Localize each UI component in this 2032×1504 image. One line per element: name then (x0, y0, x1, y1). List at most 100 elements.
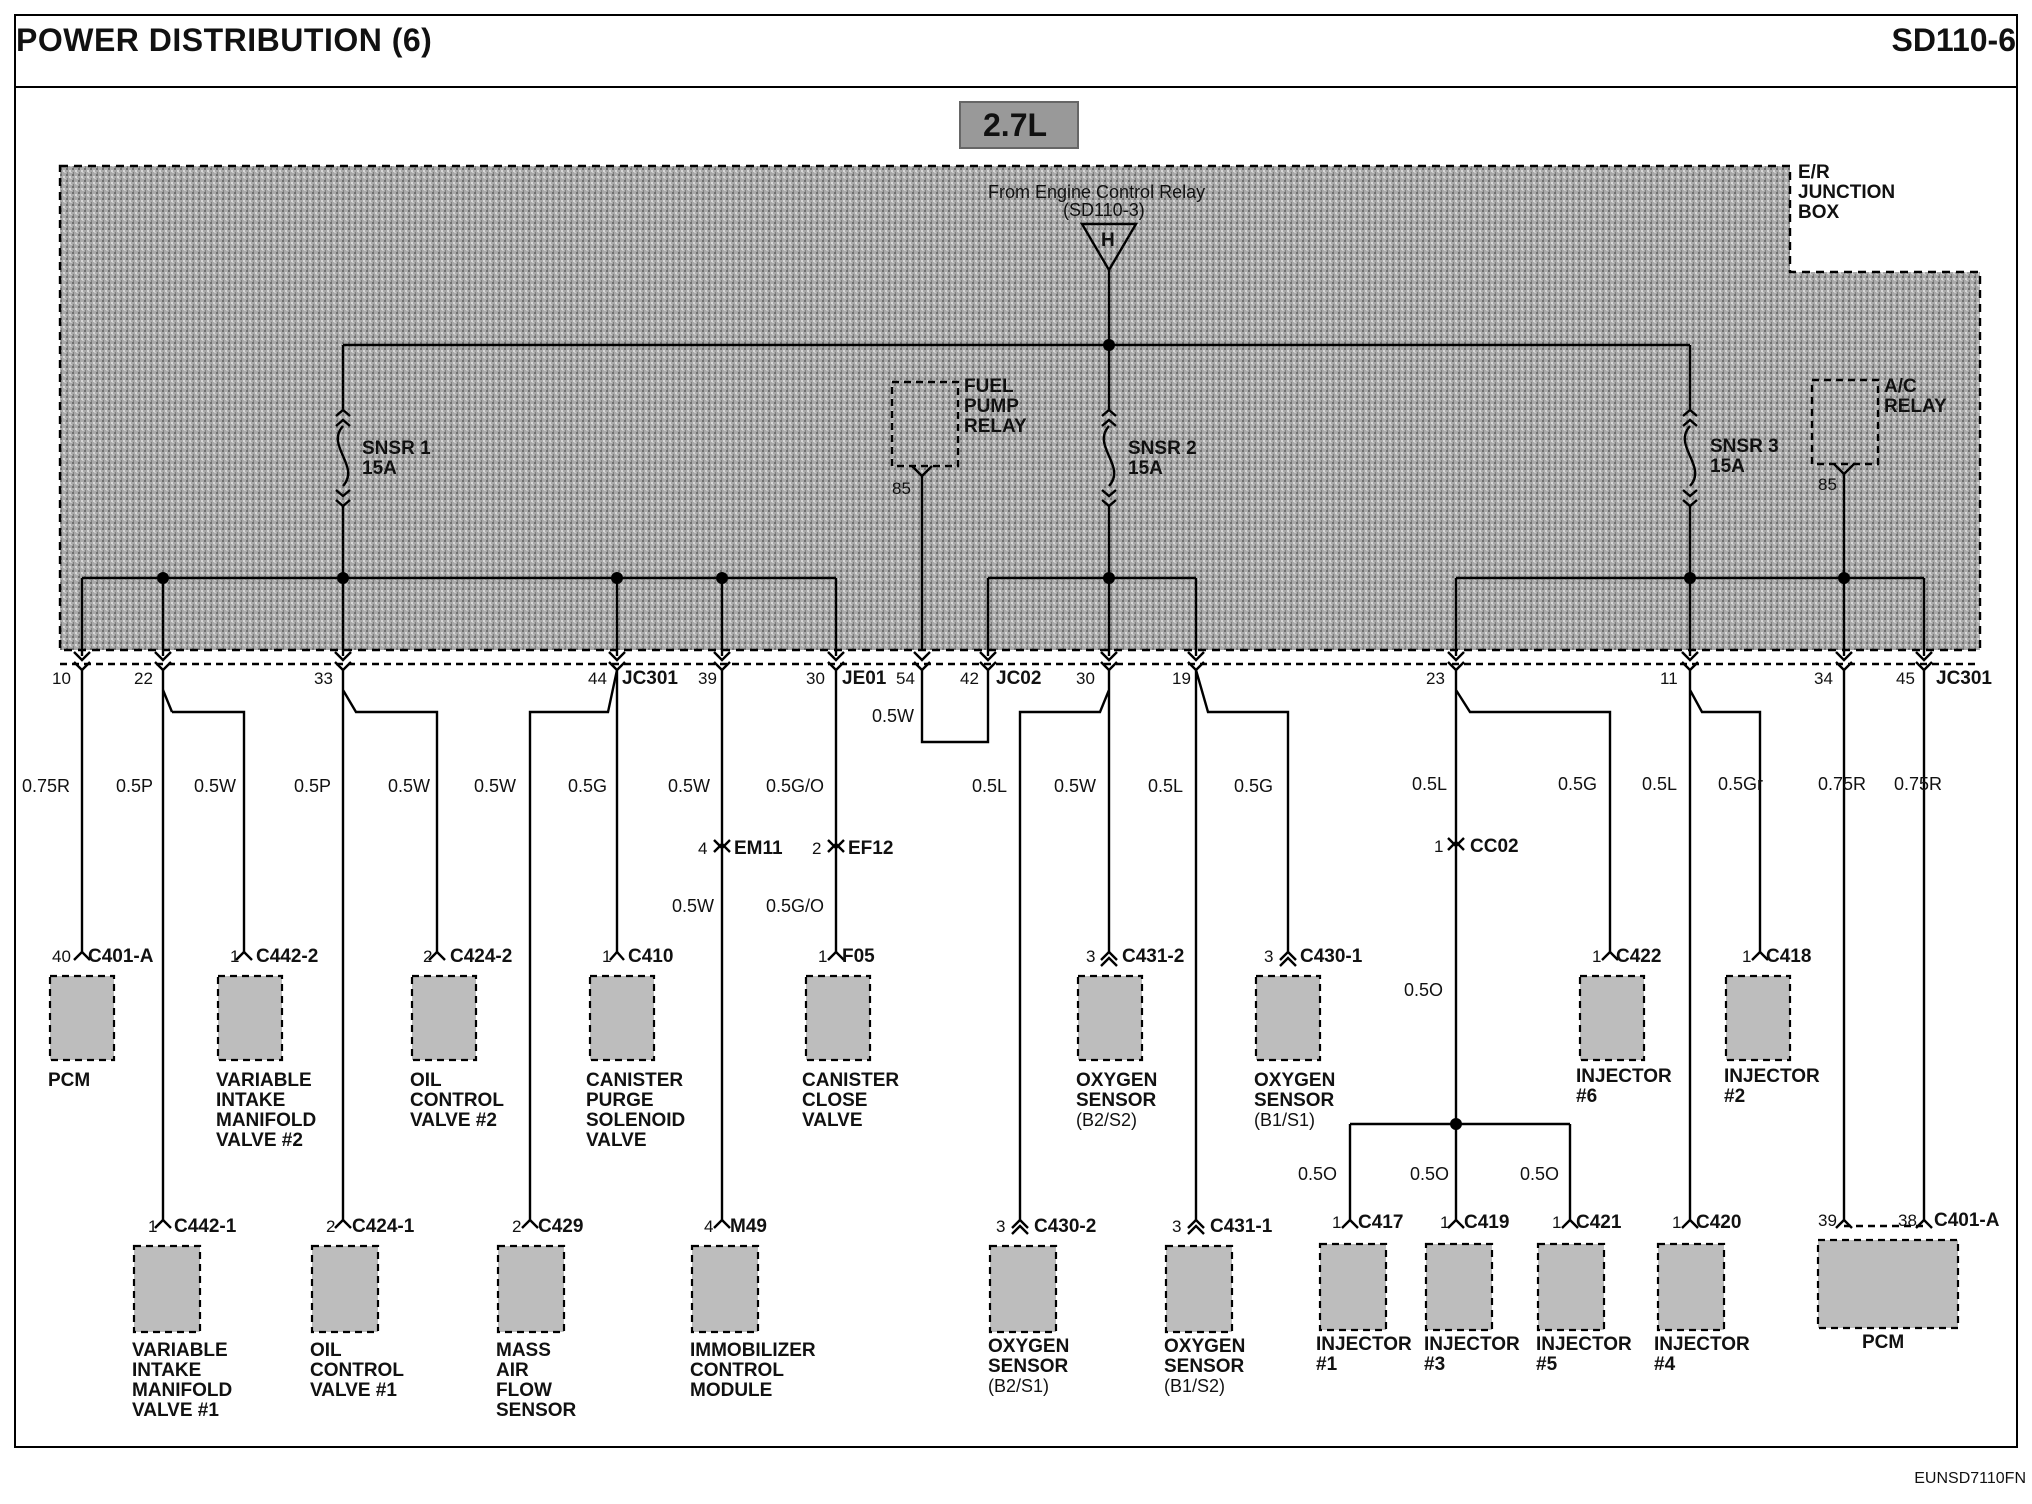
svg-text:C424-2: C424-2 (450, 946, 512, 967)
diagram-frame (14, 14, 2018, 1448)
svg-text:39: 39 (1818, 1211, 1837, 1230)
svg-text:0.5G: 0.5G (1558, 774, 1597, 794)
svg-text:0.5W: 0.5W (672, 896, 714, 916)
inline-connector-ef12: 2 EF12 (812, 838, 893, 859)
component-ocv-1: 2 C424-1 OIL CONTROL VALVE #1 (310, 1216, 415, 1401)
svg-text:PURGE: PURGE (586, 1090, 654, 1111)
svg-text:0.75R: 0.75R (1818, 774, 1866, 794)
svg-text:#2: #2 (1724, 1086, 1745, 1107)
svg-text:#3: #3 (1424, 1354, 1445, 1375)
junction-box-outline (58, 164, 1982, 652)
svg-text:SNSR 3: SNSR 3 (1710, 436, 1779, 457)
svg-text:0.5P: 0.5P (294, 776, 331, 796)
svg-text:54: 54 (896, 669, 915, 688)
svg-text:2: 2 (423, 947, 432, 966)
component-o2-b1s2: 3 C431-1 OXYGEN SENSOR (B1/S2) (1164, 1216, 1273, 1396)
svg-text:1: 1 (1742, 947, 1751, 966)
component-injector-2: 1 C418 INJECTOR #2 (1724, 946, 1820, 1107)
svg-text:F05: F05 (842, 946, 875, 967)
svg-text:42: 42 (960, 669, 979, 688)
svg-text:19: 19 (1172, 669, 1191, 688)
source-triangle (1079, 222, 1139, 273)
svg-text:2: 2 (512, 1217, 521, 1236)
svg-text:A/C: A/C (1884, 376, 1917, 397)
component-vim-valve-2: 1 C442-2 VARIABLE INTAKE MANIFOLD VALVE … (216, 946, 318, 1151)
svg-text:4: 4 (698, 839, 707, 858)
svg-text:22: 22 (134, 669, 153, 688)
svg-text:34: 34 (1814, 669, 1833, 688)
component-canister-close: 1 F05 CANISTER CLOSE VALVE (802, 946, 899, 1131)
jb-pin-numbers: 10 22 33 44 39 30 54 42 30 19 23 11 34 4… (52, 668, 1992, 689)
svg-text:VALVE #1: VALVE #1 (132, 1400, 219, 1421)
source-ref-label: (SD110-3) (1063, 200, 1145, 220)
svg-text:40: 40 (52, 947, 71, 966)
svg-text:INJECTOR: INJECTOR (1576, 1066, 1672, 1087)
svg-text:JC301: JC301 (622, 668, 678, 689)
svg-text:C422: C422 (1616, 946, 1661, 967)
svg-text:#1: #1 (1316, 1354, 1338, 1375)
svg-text:0.75R: 0.75R (22, 776, 70, 796)
svg-text:E/R: E/R (1798, 162, 1830, 183)
svg-text:3: 3 (1172, 1217, 1181, 1236)
svg-text:VARIABLE: VARIABLE (216, 1070, 312, 1091)
svg-text:15A: 15A (1710, 456, 1745, 477)
component-injector-5: 1 C421 INJECTOR #5 (1536, 1212, 1632, 1375)
svg-text:C430-2: C430-2 (1034, 1216, 1096, 1237)
svg-text:(B1/S1): (B1/S1) (1254, 1110, 1315, 1130)
svg-text:1: 1 (1552, 1213, 1561, 1232)
svg-text:CONTROL: CONTROL (410, 1090, 504, 1111)
svg-text:0.5L: 0.5L (972, 776, 1007, 796)
svg-text:INJECTOR: INJECTOR (1536, 1334, 1632, 1355)
source-from-label: From Engine Control Relay (988, 182, 1205, 202)
svg-text:1: 1 (602, 947, 611, 966)
svg-text:0.5W: 0.5W (872, 706, 914, 726)
svg-text:CC02: CC02 (1470, 836, 1519, 857)
component-maf-sensor: 2 C429 MASS AIR FLOW SENSOR (496, 1216, 583, 1421)
fuse-snsr3: SNSR 3 15A (1682, 408, 1779, 578)
svg-text:0.5W: 0.5W (194, 776, 236, 796)
svg-text:INJECTOR: INJECTOR (1724, 1066, 1820, 1087)
svg-text:44: 44 (588, 669, 607, 688)
svg-text:C431-2: C431-2 (1122, 946, 1184, 967)
svg-text:0.5O: 0.5O (1520, 1164, 1559, 1184)
svg-text:OXYGEN: OXYGEN (1076, 1070, 1157, 1091)
svg-text:BOX: BOX (1798, 202, 1840, 223)
svg-text:CLOSE: CLOSE (802, 1090, 867, 1111)
svg-text:MASS: MASS (496, 1340, 551, 1361)
svg-text:CANISTER: CANISTER (586, 1070, 683, 1091)
page-id: SD110-6 (1891, 22, 2016, 58)
footer-code: EUNSD7110FN (1914, 1470, 2026, 1487)
svg-text:C420: C420 (1696, 1212, 1741, 1233)
svg-text:0.5L: 0.5L (1412, 774, 1447, 794)
svg-text:SENSOR: SENSOR (988, 1356, 1069, 1377)
svg-text:0.5W: 0.5W (668, 776, 710, 796)
svg-text:0.5L: 0.5L (1148, 776, 1183, 796)
svg-text:SNSR 2: SNSR 2 (1128, 438, 1197, 459)
component-injector-4: 1 C420 INJECTOR #4 (1654, 1212, 1750, 1375)
svg-text:INJECTOR: INJECTOR (1654, 1334, 1750, 1355)
wires (80, 669, 1926, 1220)
svg-text:85: 85 (1818, 475, 1837, 494)
svg-text:0.5G/O: 0.5G/O (766, 896, 824, 916)
svg-text:23: 23 (1426, 669, 1445, 688)
svg-text:30: 30 (1076, 669, 1095, 688)
svg-text:PCM: PCM (1862, 1332, 1904, 1353)
svg-text:M49: M49 (730, 1216, 767, 1237)
svg-text:VALVE #2: VALVE #2 (216, 1130, 303, 1151)
component-injector-3: 1 C419 INJECTOR #3 (1424, 1124, 1520, 1375)
svg-text:C410: C410 (628, 946, 673, 967)
svg-text:CONTROL: CONTROL (310, 1360, 404, 1381)
svg-text:0.5G/O: 0.5G/O (766, 776, 824, 796)
svg-text:C419: C419 (1464, 1212, 1509, 1233)
svg-text:EF12: EF12 (848, 838, 893, 859)
svg-text:JUNCTION: JUNCTION (1798, 182, 1895, 203)
svg-text:15A: 15A (362, 458, 397, 479)
svg-text:C442-1: C442-1 (174, 1216, 237, 1237)
svg-text:VARIABLE: VARIABLE (132, 1340, 228, 1361)
svg-text:1: 1 (818, 947, 827, 966)
svg-text:C401-A: C401-A (88, 946, 154, 967)
svg-text:VALVE: VALVE (802, 1110, 863, 1131)
svg-text:11: 11 (1660, 669, 1678, 688)
svg-text:SENSOR: SENSOR (1164, 1356, 1245, 1377)
